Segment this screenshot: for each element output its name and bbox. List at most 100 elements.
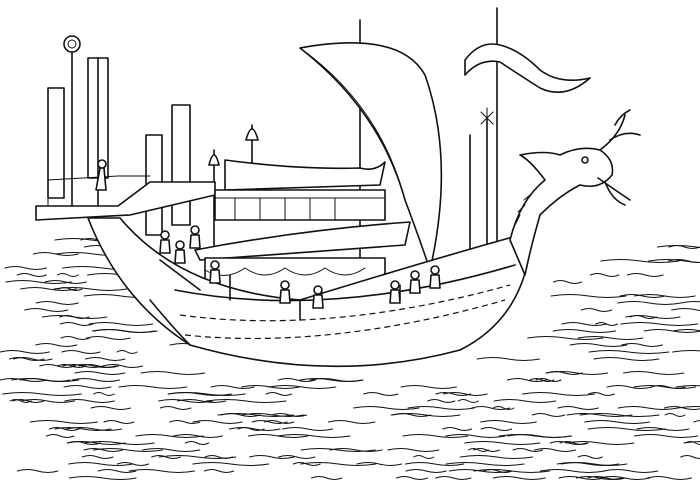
wave-stroke xyxy=(173,434,224,438)
crew-body xyxy=(174,249,186,264)
wave-stroke xyxy=(400,385,457,389)
wave-stroke xyxy=(619,294,666,298)
wave-stroke xyxy=(311,476,343,480)
stern-deck xyxy=(35,159,216,221)
wave-stroke xyxy=(565,441,635,445)
wave-stroke xyxy=(457,399,480,403)
wave-stroke xyxy=(329,448,383,452)
crew-head xyxy=(410,270,420,280)
wave-stroke xyxy=(241,385,300,389)
cabin-roof xyxy=(224,159,386,191)
wave-stroke xyxy=(91,329,156,333)
wave-stroke xyxy=(128,469,196,473)
cabin-lower-roof xyxy=(194,221,411,261)
wave-stroke xyxy=(522,392,596,396)
crew-body xyxy=(159,239,171,254)
wave-stroke xyxy=(54,427,112,431)
wave-stroke xyxy=(396,476,429,480)
wave-stroke xyxy=(550,294,627,298)
wave-stroke xyxy=(587,427,666,431)
wave-stroke xyxy=(435,392,472,396)
wave-stroke xyxy=(577,336,644,340)
wave-stroke xyxy=(507,434,571,438)
crew-head xyxy=(210,260,220,270)
wave-stroke xyxy=(220,413,261,417)
wave-stroke xyxy=(589,273,620,277)
main-sail xyxy=(299,19,443,301)
wave-stroke xyxy=(277,434,351,438)
wave-stroke xyxy=(483,469,513,473)
wave-stroke xyxy=(617,406,679,410)
wave-stroke xyxy=(405,469,447,473)
wave-stroke xyxy=(675,385,700,388)
wave-stroke xyxy=(668,245,700,249)
wave-stroke xyxy=(603,469,659,473)
wave-stroke xyxy=(56,273,80,277)
wave-stroke xyxy=(684,441,700,445)
wave-stroke xyxy=(467,448,490,452)
crew-body xyxy=(189,234,201,249)
wave-stroke xyxy=(32,252,79,256)
wave-stroke xyxy=(70,364,117,368)
wave-stroke xyxy=(353,406,420,410)
wave-stroke xyxy=(2,392,82,396)
wave-stroke xyxy=(622,371,685,375)
wave-stroke xyxy=(559,441,589,445)
wave-stroke xyxy=(531,413,566,417)
hull xyxy=(87,217,531,368)
wave-stroke xyxy=(402,434,469,438)
wave-stroke xyxy=(167,392,232,396)
wave-stroke xyxy=(575,476,623,480)
wave-stroke xyxy=(407,406,475,410)
crew-body xyxy=(209,269,221,284)
banner-4 xyxy=(171,104,191,226)
wave-stroke xyxy=(561,322,608,326)
wave-stroke xyxy=(621,343,663,347)
wave-stroke xyxy=(356,462,403,466)
wave-stroke xyxy=(363,392,399,396)
wave-stroke xyxy=(4,266,47,270)
wave-stroke xyxy=(680,455,700,459)
wave-stroke xyxy=(292,462,321,466)
wave-stroke xyxy=(493,399,557,403)
wave-stroke xyxy=(282,427,334,431)
wave-stroke xyxy=(552,329,617,333)
wave-stroke xyxy=(492,476,546,480)
wave-stroke xyxy=(88,322,154,326)
wave-stroke xyxy=(527,336,604,340)
crew-head xyxy=(175,240,185,250)
wave-stroke xyxy=(557,406,599,410)
wave-stroke xyxy=(277,378,316,382)
crew-body xyxy=(279,289,291,304)
wave-stroke xyxy=(680,301,700,304)
wave-stroke xyxy=(86,336,131,340)
wave-stroke xyxy=(672,329,700,332)
wave-stroke xyxy=(664,413,686,417)
wave-stroke xyxy=(677,406,700,409)
wave-stroke xyxy=(588,392,615,396)
wave-stroke xyxy=(566,413,633,417)
spear-ornament xyxy=(480,107,494,129)
wave-stroke xyxy=(617,301,682,305)
wave-stroke xyxy=(140,371,206,375)
wave-stroke xyxy=(57,287,83,291)
wave-stroke xyxy=(648,259,700,263)
wave-stroke xyxy=(5,280,72,284)
wave-stroke xyxy=(41,315,108,319)
wave-stroke xyxy=(83,441,155,445)
wave-stroke xyxy=(471,406,511,410)
wave-stroke xyxy=(93,448,164,452)
wave-stroke xyxy=(476,357,541,361)
crew-body xyxy=(429,274,441,289)
wave-stroke xyxy=(81,455,114,459)
wave-stroke xyxy=(558,476,605,480)
wave-stroke xyxy=(228,427,281,431)
crew-head xyxy=(280,280,290,290)
wave-stroke xyxy=(118,385,188,389)
crew-head xyxy=(390,280,400,290)
crew-head xyxy=(313,285,323,295)
dragon-figurehead xyxy=(509,109,641,276)
wave-stroke xyxy=(556,462,620,466)
crew-body xyxy=(409,279,421,294)
